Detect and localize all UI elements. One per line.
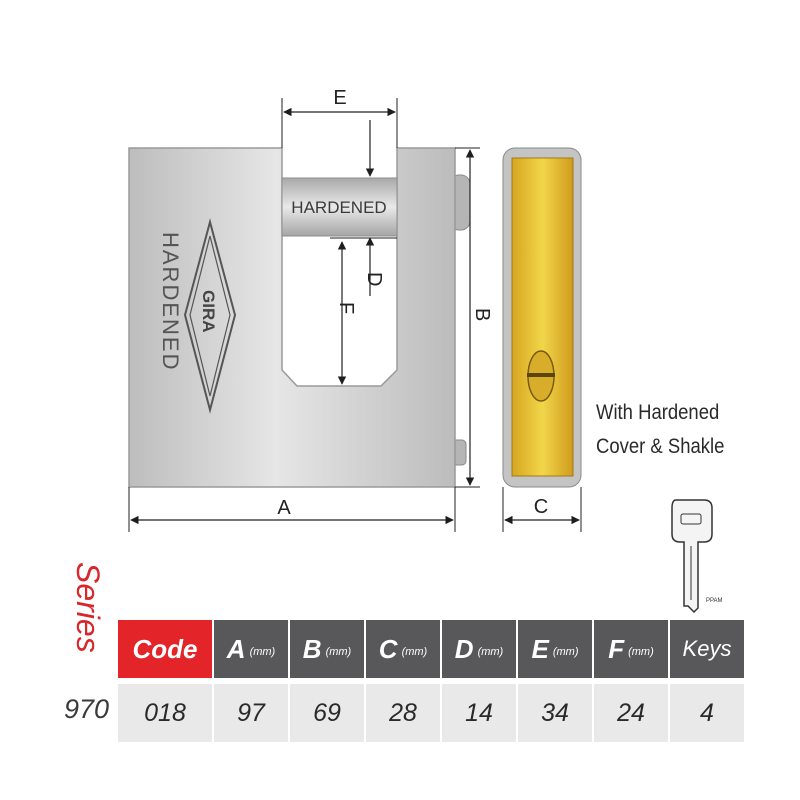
caption-line-2: Cover & Shakle — [596, 435, 725, 458]
header-code: Code — [118, 620, 212, 678]
header-f: F(mm) — [594, 620, 668, 678]
body-text: HARDENED — [158, 232, 183, 371]
spec-table: Code A(mm) B(mm) C(mm) D(mm) E(mm) F(mm)… — [118, 620, 746, 742]
key-tag: PPAM — [706, 598, 723, 604]
value-keys: 4 — [670, 684, 744, 742]
value-f: 24 — [594, 684, 668, 742]
dim-label-e: E — [333, 87, 346, 109]
keyway — [527, 373, 555, 377]
shackle-bar — [281, 177, 398, 237]
value-e: 34 — [518, 684, 592, 742]
lock-body — [128, 147, 456, 488]
header-d: D(mm) — [442, 620, 516, 678]
dimension-a: A — [128, 487, 456, 532]
header-a: A(mm) — [214, 620, 288, 678]
table-row: 018 97 69 28 14 34 24 4 — [118, 684, 746, 742]
shackle-text: HARDENED — [291, 198, 386, 217]
series-label: Series — [66, 562, 106, 672]
dim-label-a: A — [277, 497, 291, 519]
dimension-f: F — [335, 241, 357, 385]
caption: With Hardened Cover & Shakle — [596, 396, 724, 464]
value-a: 97 — [214, 684, 288, 742]
dimension-c: C — [502, 487, 582, 532]
dim-label-d: D — [363, 272, 385, 286]
header-keys: Keys — [670, 620, 744, 678]
value-c: 28 — [366, 684, 440, 742]
dimension-e: E — [281, 87, 398, 148]
dimension-d: D — [330, 120, 397, 296]
header-b: B(mm) — [290, 620, 364, 678]
value-code: 018 — [118, 684, 212, 742]
value-b: 69 — [290, 684, 364, 742]
gira-logo: GIRA — [183, 218, 237, 414]
caption-line-1: With Hardened — [596, 401, 720, 424]
key-icon: PPAM — [671, 499, 723, 614]
header-e: E(mm) — [518, 620, 592, 678]
dimension-b: B — [455, 147, 493, 488]
brand-text: GIRA — [199, 290, 218, 333]
dim-label-c: C — [534, 496, 548, 518]
dim-label-b: B — [471, 308, 493, 321]
value-d: 14 — [442, 684, 516, 742]
brass-cover — [511, 157, 574, 477]
table-header-row: Code A(mm) B(mm) C(mm) D(mm) E(mm) F(mm)… — [118, 620, 746, 678]
series-number: 970 — [64, 694, 110, 724]
header-c: C(mm) — [366, 620, 440, 678]
dim-label-f: F — [335, 302, 357, 314]
series-label-text: Series — [70, 562, 106, 653]
